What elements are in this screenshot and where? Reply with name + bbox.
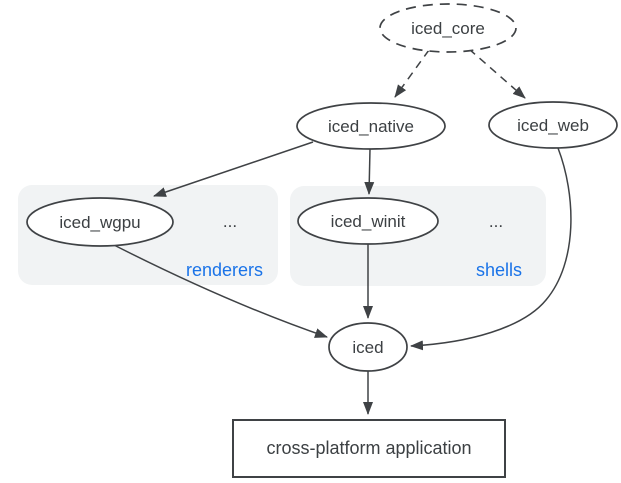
node-iced-winit: iced_winit	[297, 197, 439, 245]
node-iced-native: iced_native	[296, 102, 446, 150]
renderers-ellipsis: ...	[223, 212, 237, 231]
iced-native-label: iced_native	[328, 117, 414, 136]
edge-iced-core-to-iced-native	[394, 49, 430, 98]
iced-wgpu-ellipse	[26, 197, 174, 247]
application-rect	[232, 419, 506, 478]
iced-native-ellipse	[296, 102, 446, 150]
edge-iced-core-to-iced-web	[468, 48, 526, 99]
edge-iced-wgpu-to-iced	[111, 243, 328, 338]
shells-ellipsis: ...	[489, 212, 503, 231]
node-iced-web: iced_web	[488, 101, 618, 149]
iced-ellipse	[328, 322, 408, 372]
iced-web-ellipse	[488, 101, 618, 149]
iced-web-label: iced_web	[517, 116, 589, 135]
iced-wgpu-label: iced_wgpu	[59, 213, 140, 232]
node-iced-core: iced_core	[379, 3, 517, 53]
node-application: cross-platform application	[232, 419, 506, 478]
edge-iced-native-to-iced-wgpu	[153, 141, 314, 197]
renderers-label: renderers	[186, 260, 263, 280]
iced-winit-ellipse	[297, 197, 439, 245]
iced-label: iced	[352, 338, 383, 357]
iced-core-label: iced_core	[411, 19, 485, 38]
shells-label: shells	[476, 260, 522, 280]
node-iced-wgpu: iced_wgpu	[26, 197, 174, 247]
edge-iced-native-to-iced-winit	[364, 148, 375, 195]
iced-core-ellipse	[379, 3, 517, 53]
application-label: cross-platform application	[266, 438, 471, 458]
iced-winit-label: iced_winit	[331, 212, 406, 231]
node-iced: iced	[328, 322, 408, 372]
edge-iced-web-to-iced	[410, 147, 572, 351]
